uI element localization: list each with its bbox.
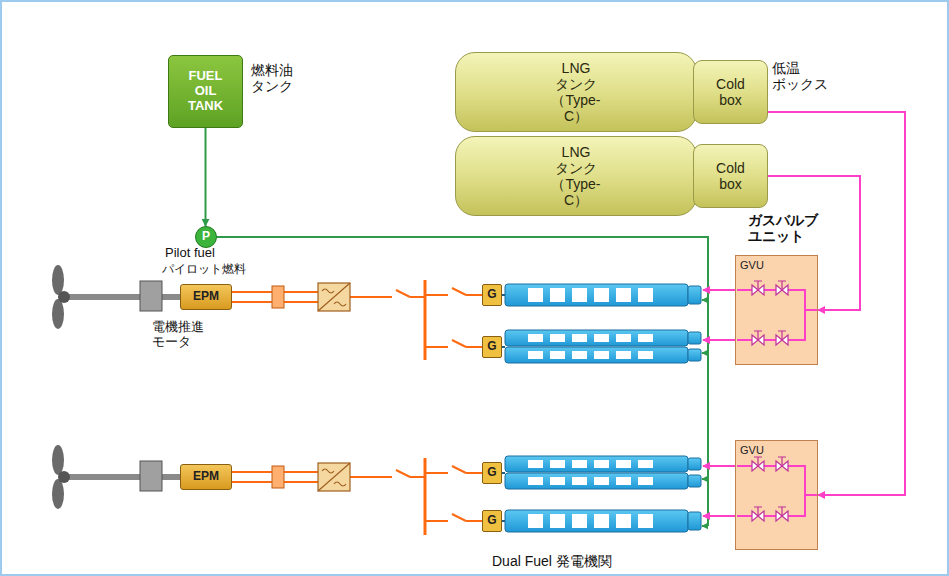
lng-tank: LNG タンク （Type-C） [455, 136, 697, 216]
label: パイロット燃料 [162, 263, 246, 277]
engine-bank [505, 347, 688, 363]
generator-text: G [487, 340, 496, 354]
engine-bank [505, 510, 688, 532]
generator: G [482, 510, 502, 532]
cylinder [572, 460, 587, 468]
cylinder [638, 351, 653, 359]
cylinder [528, 334, 543, 342]
cylinder [594, 334, 609, 342]
generator: G [482, 462, 502, 484]
engine-bank [505, 330, 688, 346]
cylinder [550, 460, 565, 468]
engine-end [688, 475, 701, 487]
cylinder [594, 477, 609, 485]
cylinder [572, 334, 587, 342]
propulsion-motor-text: EPM [193, 290, 219, 304]
label: 燃料油 タンク [251, 62, 293, 94]
propulsion-motor: EPM [180, 464, 232, 490]
cylinder [616, 351, 631, 359]
generator: G [482, 336, 502, 358]
cylinder [594, 514, 609, 528]
generator-text: G [487, 288, 496, 302]
label: 電機推進 モータ [152, 320, 204, 350]
engine-end [688, 349, 701, 361]
power-wiring [232, 280, 482, 535]
engine-bank [505, 473, 688, 489]
shaft-couplings [502, 295, 505, 521]
cylinder [616, 334, 631, 342]
lng-tank: LNG タンク （Type-C） [455, 52, 697, 132]
engine-end [688, 458, 701, 470]
cold-box-text: Cold box [716, 160, 745, 192]
cylinder [528, 460, 543, 468]
generator-text: G [487, 514, 496, 528]
gas-supply-lines [703, 290, 735, 516]
gas-valve-unit: GVU [735, 440, 818, 550]
generator-text: G [487, 466, 496, 480]
label: Dual Fuel 発電機関 [492, 553, 612, 569]
cylinder [638, 334, 653, 342]
gas-valve-unit-text: GVU [740, 444, 764, 457]
cylinder [572, 477, 587, 485]
engine-end [688, 286, 701, 304]
cylinder [572, 288, 587, 302]
cylinder [550, 514, 565, 528]
cylinder [616, 460, 631, 468]
engine-end [688, 332, 701, 344]
pump-circle: P [195, 226, 217, 248]
connector [205, 128, 207, 226]
cylinder [572, 351, 587, 359]
lng-tank-text: LNG タンク （Type-C） [551, 144, 600, 208]
fuel-oil-tank-text: FUEL OIL TANK [188, 69, 223, 114]
shafts-and-propellers [52, 265, 180, 509]
engine-bank [505, 284, 688, 306]
cylinder [594, 288, 609, 302]
cylinder [528, 514, 543, 528]
cold-box: Cold box [693, 60, 768, 124]
lng-tank-text: LNG タンク （Type-C） [551, 60, 600, 124]
cylinder [550, 288, 565, 302]
cylinder [528, 351, 543, 359]
cylinder [638, 460, 653, 468]
cylinder [638, 514, 653, 528]
dual-fuel-engines [505, 284, 701, 532]
engine-end [688, 512, 701, 530]
label: Pilot fuel [165, 246, 215, 261]
cylinder [594, 460, 609, 468]
cylinder [572, 514, 587, 528]
cylinder [550, 334, 565, 342]
propulsion-motor: EPM [180, 284, 232, 310]
propulsion-motor-text: EPM [193, 470, 219, 484]
generator: G [482, 284, 502, 306]
cylinder [638, 288, 653, 302]
cold-box-text: Cold box [716, 76, 745, 108]
cylinder [638, 477, 653, 485]
pump-circle-text: P [202, 230, 210, 244]
cylinder [616, 514, 631, 528]
cylinder [528, 288, 543, 302]
cylinder [528, 477, 543, 485]
cylinder [594, 351, 609, 359]
cylinder [616, 288, 631, 302]
label: 低温 ボックス [772, 60, 828, 92]
pilot-fuel-line [217, 237, 708, 526]
cylinder [550, 477, 565, 485]
cylinder [550, 351, 565, 359]
cylinder [616, 477, 631, 485]
label: ガスバルブ ユニット [748, 212, 818, 244]
cold-box: Cold box [693, 144, 768, 208]
gas-valve-unit-text: GVU [740, 259, 764, 272]
engine-bank [505, 456, 688, 472]
converters [272, 283, 350, 491]
gas-valve-unit: GVU [735, 255, 818, 365]
fuel-oil-tank: FUEL OIL TANK [168, 55, 243, 128]
